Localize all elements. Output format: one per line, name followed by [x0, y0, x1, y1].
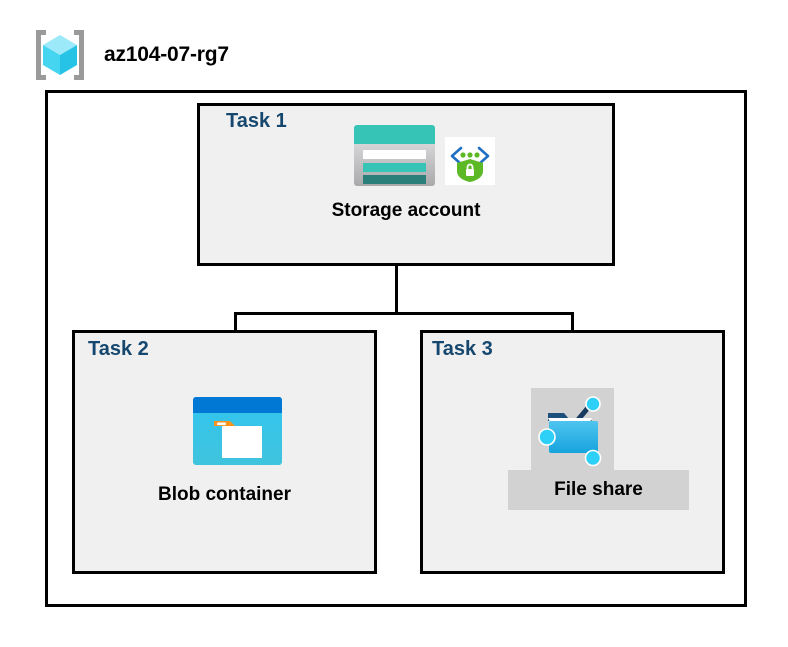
resource-group-header: az104-07-rg7 — [30, 26, 229, 84]
blob-container-icon — [193, 397, 282, 465]
secure-endpoint-shield-icon — [445, 137, 495, 185]
connector-horizontal-bus — [234, 312, 574, 315]
task-3-label: Task 3 — [432, 338, 493, 360]
file-share-icon — [538, 396, 602, 467]
task-2-label: Task 2 — [88, 338, 149, 360]
resource-group-title: az104-07-rg7 — [104, 43, 229, 66]
task-1-label: Task 1 — [226, 110, 287, 132]
storage-account-icon — [354, 125, 435, 186]
blob-container-label: Blob container — [157, 484, 291, 505]
file-share-label: File share — [508, 470, 689, 510]
resource-group-cube-icon — [36, 30, 84, 80]
storage-account-label: Storage account — [331, 200, 481, 221]
connector-storage-trunk — [395, 266, 398, 314]
